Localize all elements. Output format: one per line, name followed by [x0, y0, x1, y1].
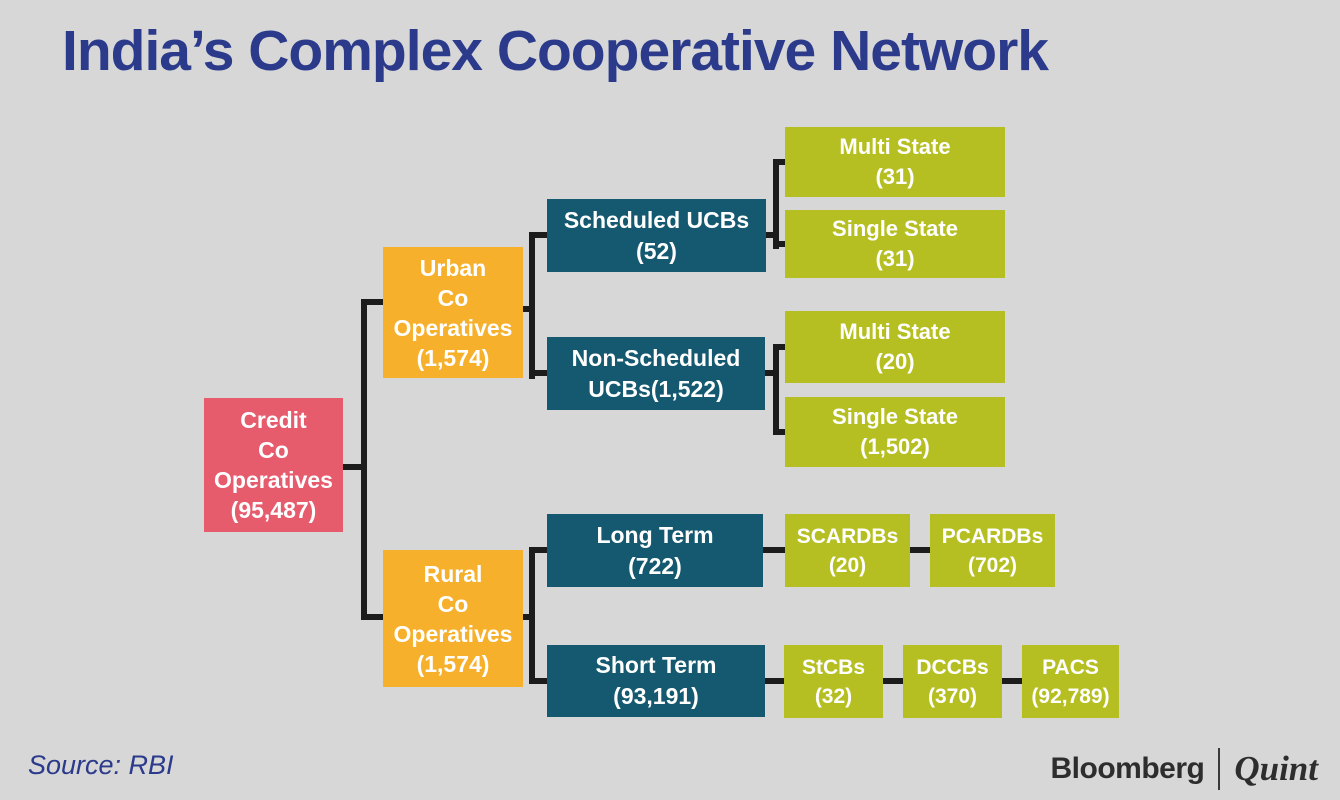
node-line: Single State: [832, 216, 958, 241]
connector-shortterm-stcbs: [765, 678, 784, 684]
node-count: (370): [927, 684, 978, 708]
connector-trunk-nonscheduled: [773, 344, 779, 435]
node-count: (702): [967, 553, 1018, 577]
node-count: (20): [875, 349, 915, 374]
node-line: Scheduled UCBs: [563, 206, 750, 233]
node-count: (1,574): [416, 344, 490, 371]
bloomberg-wordmark: Bloomberg: [1050, 752, 1205, 785]
node-line: Long Term: [596, 521, 714, 548]
connector-scheduled-out: [766, 232, 779, 238]
node-line: Single State: [832, 404, 958, 429]
node-count: (32): [814, 684, 853, 708]
node-line: StCBs: [801, 655, 865, 679]
connector-dccbs-pacs: [1002, 678, 1022, 684]
node-line: Urban: [419, 254, 487, 281]
node-line: Rural: [423, 560, 483, 587]
node-scardbs: SCARDBs (20): [785, 514, 910, 587]
node-line: Operatives: [393, 620, 513, 647]
node-line: Operatives: [214, 467, 333, 493]
connector-to-rural: [361, 614, 383, 620]
node-line: Short Term: [595, 652, 717, 678]
quint-wordmark: Quint: [1234, 749, 1318, 788]
node-count: (722): [628, 552, 682, 579]
node-line: Credit: [240, 407, 307, 433]
node-count: (20): [828, 553, 867, 577]
connector-longterm-scardbs: [763, 547, 785, 553]
node-nonscheduled-single-state: Single State (1,502): [785, 397, 1005, 467]
node-rural-cooperatives: Rural Co Operatives (1,574): [383, 550, 523, 687]
node-line: PACS: [1042, 655, 1099, 679]
node-count: UCBs(1,522): [588, 375, 724, 402]
node-line: SCARDBs: [796, 524, 899, 548]
node-line: Non-Scheduled: [571, 344, 741, 371]
node-line: PCARDBs: [941, 524, 1044, 548]
connector-to-longterm: [529, 547, 547, 553]
node-stcbs: StCBs (32): [784, 645, 883, 718]
node-line: Operatives: [393, 314, 513, 341]
node-line: Co: [437, 284, 469, 311]
connector-trunk-rural: [529, 547, 535, 684]
node-count: (92,789): [1031, 684, 1110, 708]
connector-nonscheduled-out: [765, 370, 779, 376]
node-dccbs: DCCBs (370): [903, 645, 1002, 718]
bloomberg-quint-logo: Bloomberg Quint: [1050, 748, 1318, 790]
connector-to-nonscheduled: [529, 370, 547, 376]
node-line: Multi State: [839, 319, 951, 344]
node-credit-cooperatives: Credit Co Operatives (95,487): [204, 398, 343, 532]
node-line: DCCBs: [916, 655, 989, 679]
connector-trunk-scheduled: [773, 159, 779, 249]
node-line: Multi State: [839, 134, 951, 159]
connector-to-multi31: [773, 159, 785, 165]
page-title: India’s Complex Cooperative Network: [62, 19, 1049, 83]
node-scheduled-ucbs: Scheduled UCBs (52): [547, 199, 766, 272]
node-non-scheduled-ucbs: Non-Scheduled UCBs(1,522): [547, 337, 765, 410]
node-line: Co: [258, 437, 289, 463]
node-nonscheduled-multi-state: Multi State (20): [785, 311, 1005, 383]
node-count: (93,191): [613, 683, 699, 709]
node-line: Co: [437, 590, 469, 617]
connector-to-single31: [773, 241, 785, 247]
node-count: (31): [875, 246, 915, 271]
node-count: (1,574): [416, 650, 490, 677]
node-scheduled-multi-state: Multi State (31): [785, 127, 1005, 197]
node-pcardbs: PCARDBs (702): [930, 514, 1055, 587]
node-count: (31): [875, 164, 915, 189]
source-attribution: Source: RBI: [28, 750, 174, 780]
brand-divider: [1218, 748, 1221, 790]
node-urban-cooperatives: Urban Co Operatives (1,574): [383, 247, 523, 378]
connector-to-urban: [361, 299, 383, 305]
node-count: (95,487): [230, 497, 317, 523]
node-short-term: Short Term (93,191): [547, 645, 765, 717]
node-pacs: PACS (92,789): [1022, 645, 1119, 718]
node-scheduled-single-state: Single State (31): [785, 210, 1005, 278]
connector-to-scheduled: [529, 232, 547, 238]
connector-trunk-urban: [529, 232, 535, 379]
connector-root-out: [341, 464, 362, 470]
connector-to-single1502: [773, 429, 785, 435]
connector-trunk-root: [361, 299, 367, 620]
connector-to-multi20: [773, 344, 785, 350]
connector-to-shortterm: [529, 678, 547, 684]
node-count: (1,502): [860, 434, 930, 459]
connector-scardbs-pcardbs: [910, 547, 930, 553]
node-long-term: Long Term (722): [547, 514, 763, 587]
connector-stcbs-dccbs: [883, 678, 903, 684]
node-count: (52): [636, 237, 677, 264]
